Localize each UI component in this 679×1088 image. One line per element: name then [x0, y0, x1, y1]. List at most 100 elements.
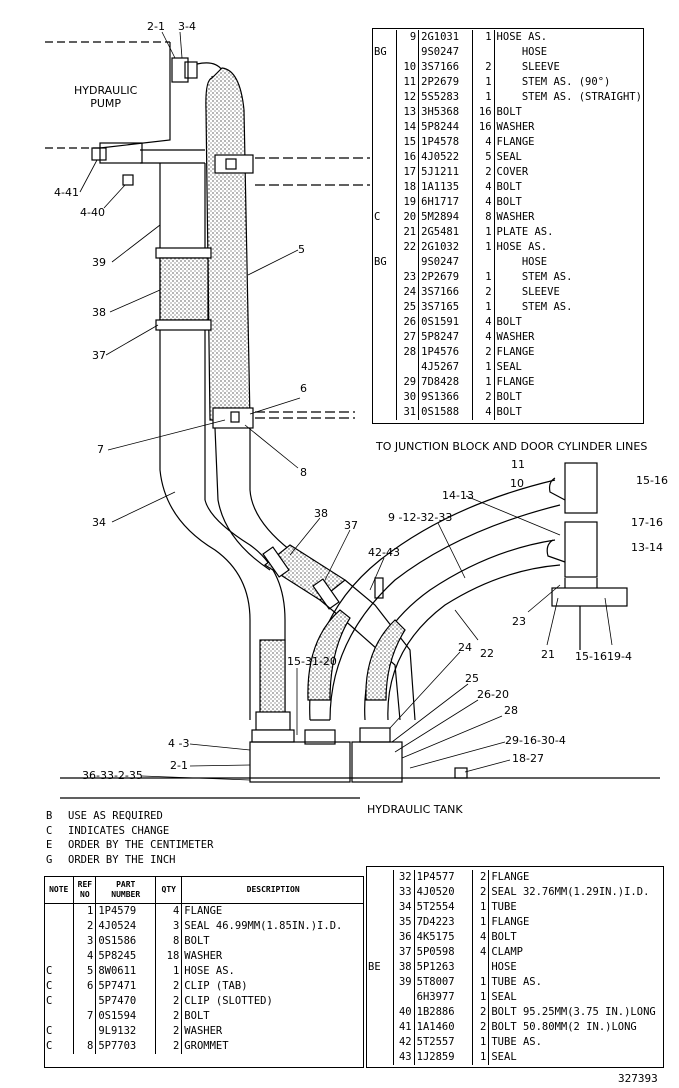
cell-note: [44, 949, 74, 964]
callout-15-16b: 15-16: [575, 650, 607, 663]
cell-ref: 15: [396, 135, 419, 150]
cell-part: 1A1135: [418, 180, 473, 195]
cell-qty: 1: [155, 964, 182, 979]
callout-18-27: 18-27: [512, 752, 544, 765]
callout-8: 8: [300, 466, 307, 479]
cell-desc: PLATE AS.: [493, 225, 644, 240]
callout-2-1b: 2-1: [170, 759, 188, 772]
cell-desc: BOLT: [493, 195, 644, 210]
callout-4-3: 4 -3: [168, 737, 190, 750]
cell-part: 8W0611: [95, 964, 156, 979]
cell-part: 4J0520: [413, 885, 473, 900]
hydraulic-tank-label: HYDRAULIC TANK: [367, 803, 463, 816]
header-qty: QTY: [155, 877, 182, 904]
cell-note: [44, 919, 74, 934]
callout-22: 22: [480, 647, 494, 660]
callout-34: 34: [92, 516, 106, 529]
cell-note: BE: [368, 961, 381, 973]
cell-desc: WASHER: [493, 330, 644, 345]
cell-qty: 1: [471, 300, 495, 315]
cell-note: [372, 180, 397, 195]
cell-desc: HOSE: [493, 255, 644, 270]
cell-ref: 28: [396, 345, 419, 360]
cell-part: 5P7470: [95, 994, 156, 1009]
cell-note: [366, 945, 393, 960]
cell-note: C: [46, 1040, 53, 1052]
callout-11: 11: [511, 458, 525, 471]
cell-part: 5T2557: [413, 1035, 473, 1050]
cell-part: 5P7471: [95, 979, 156, 994]
cell-note: C: [374, 211, 381, 223]
cell-note: [366, 975, 393, 990]
cell-note: [44, 1009, 74, 1024]
cell-part: 2G1032: [418, 240, 473, 255]
cell-part: 5P0598: [413, 945, 473, 960]
callout-39: 39: [92, 256, 106, 269]
cell-desc: BOLT: [181, 1009, 364, 1024]
cell-qty: 2: [472, 1005, 489, 1020]
cell-part: 5T2554: [413, 900, 473, 915]
callout-23: 23: [512, 615, 526, 628]
cell-part: 2P2679: [418, 75, 473, 90]
cell-qty: 5: [471, 150, 495, 165]
cell-desc: FLANGE: [488, 870, 664, 885]
cell-qty: 4: [472, 945, 489, 960]
callout-2-1: 2-1: [147, 20, 165, 33]
cell-qty: 1: [472, 915, 489, 930]
cell-desc: BOLT: [493, 390, 644, 405]
cell-qty: 2: [155, 1024, 182, 1039]
cell-note: BG: [374, 256, 387, 268]
cell-note: [372, 135, 397, 150]
cell-qty: 2: [471, 345, 495, 360]
cell-note: [372, 120, 397, 135]
cell-ref: 1: [73, 903, 96, 919]
callout-21: 21: [541, 648, 555, 661]
cell-qty: 4: [471, 180, 495, 195]
callout-37b: 37: [344, 519, 358, 532]
cell-desc: STEM AS. (STRAIGHT): [493, 90, 644, 105]
cell-desc: SEAL: [493, 150, 644, 165]
note-key: B: [46, 810, 53, 822]
cell-part: 5T8007: [413, 975, 473, 990]
cell-desc: TUBE: [488, 900, 664, 915]
cell-ref: 17: [396, 165, 419, 180]
figure-number: 327393: [618, 1072, 658, 1085]
cell-ref: 20: [396, 210, 419, 225]
cell-ref: 14: [396, 120, 419, 135]
cell-qty: 4: [471, 405, 495, 420]
callout-10: 10: [510, 477, 524, 490]
cell-part: 3S7165: [418, 300, 473, 315]
cell-note: [372, 315, 397, 330]
cell-qty: 2: [471, 165, 495, 180]
cell-qty: 1: [471, 270, 495, 285]
cell-part: 9S0247: [418, 255, 473, 270]
cell-ref: 3: [73, 934, 96, 949]
cell-ref: 13: [396, 105, 419, 120]
cell-ref: 8: [73, 1039, 96, 1054]
cell-qty: 2: [472, 870, 489, 885]
cell-desc: FLANGE: [493, 135, 644, 150]
cell-qty: 2: [472, 1020, 489, 1035]
cell-note: [372, 150, 397, 165]
cell-qty: 2: [472, 885, 489, 900]
cell-note: [372, 240, 397, 255]
cell-ref: 27: [396, 330, 419, 345]
cell-desc: SEAL 32.76MM(1.29IN.)I.D.: [488, 885, 664, 900]
cell-desc: WASHER: [493, 120, 644, 135]
cell-ref: 41: [392, 1020, 415, 1035]
